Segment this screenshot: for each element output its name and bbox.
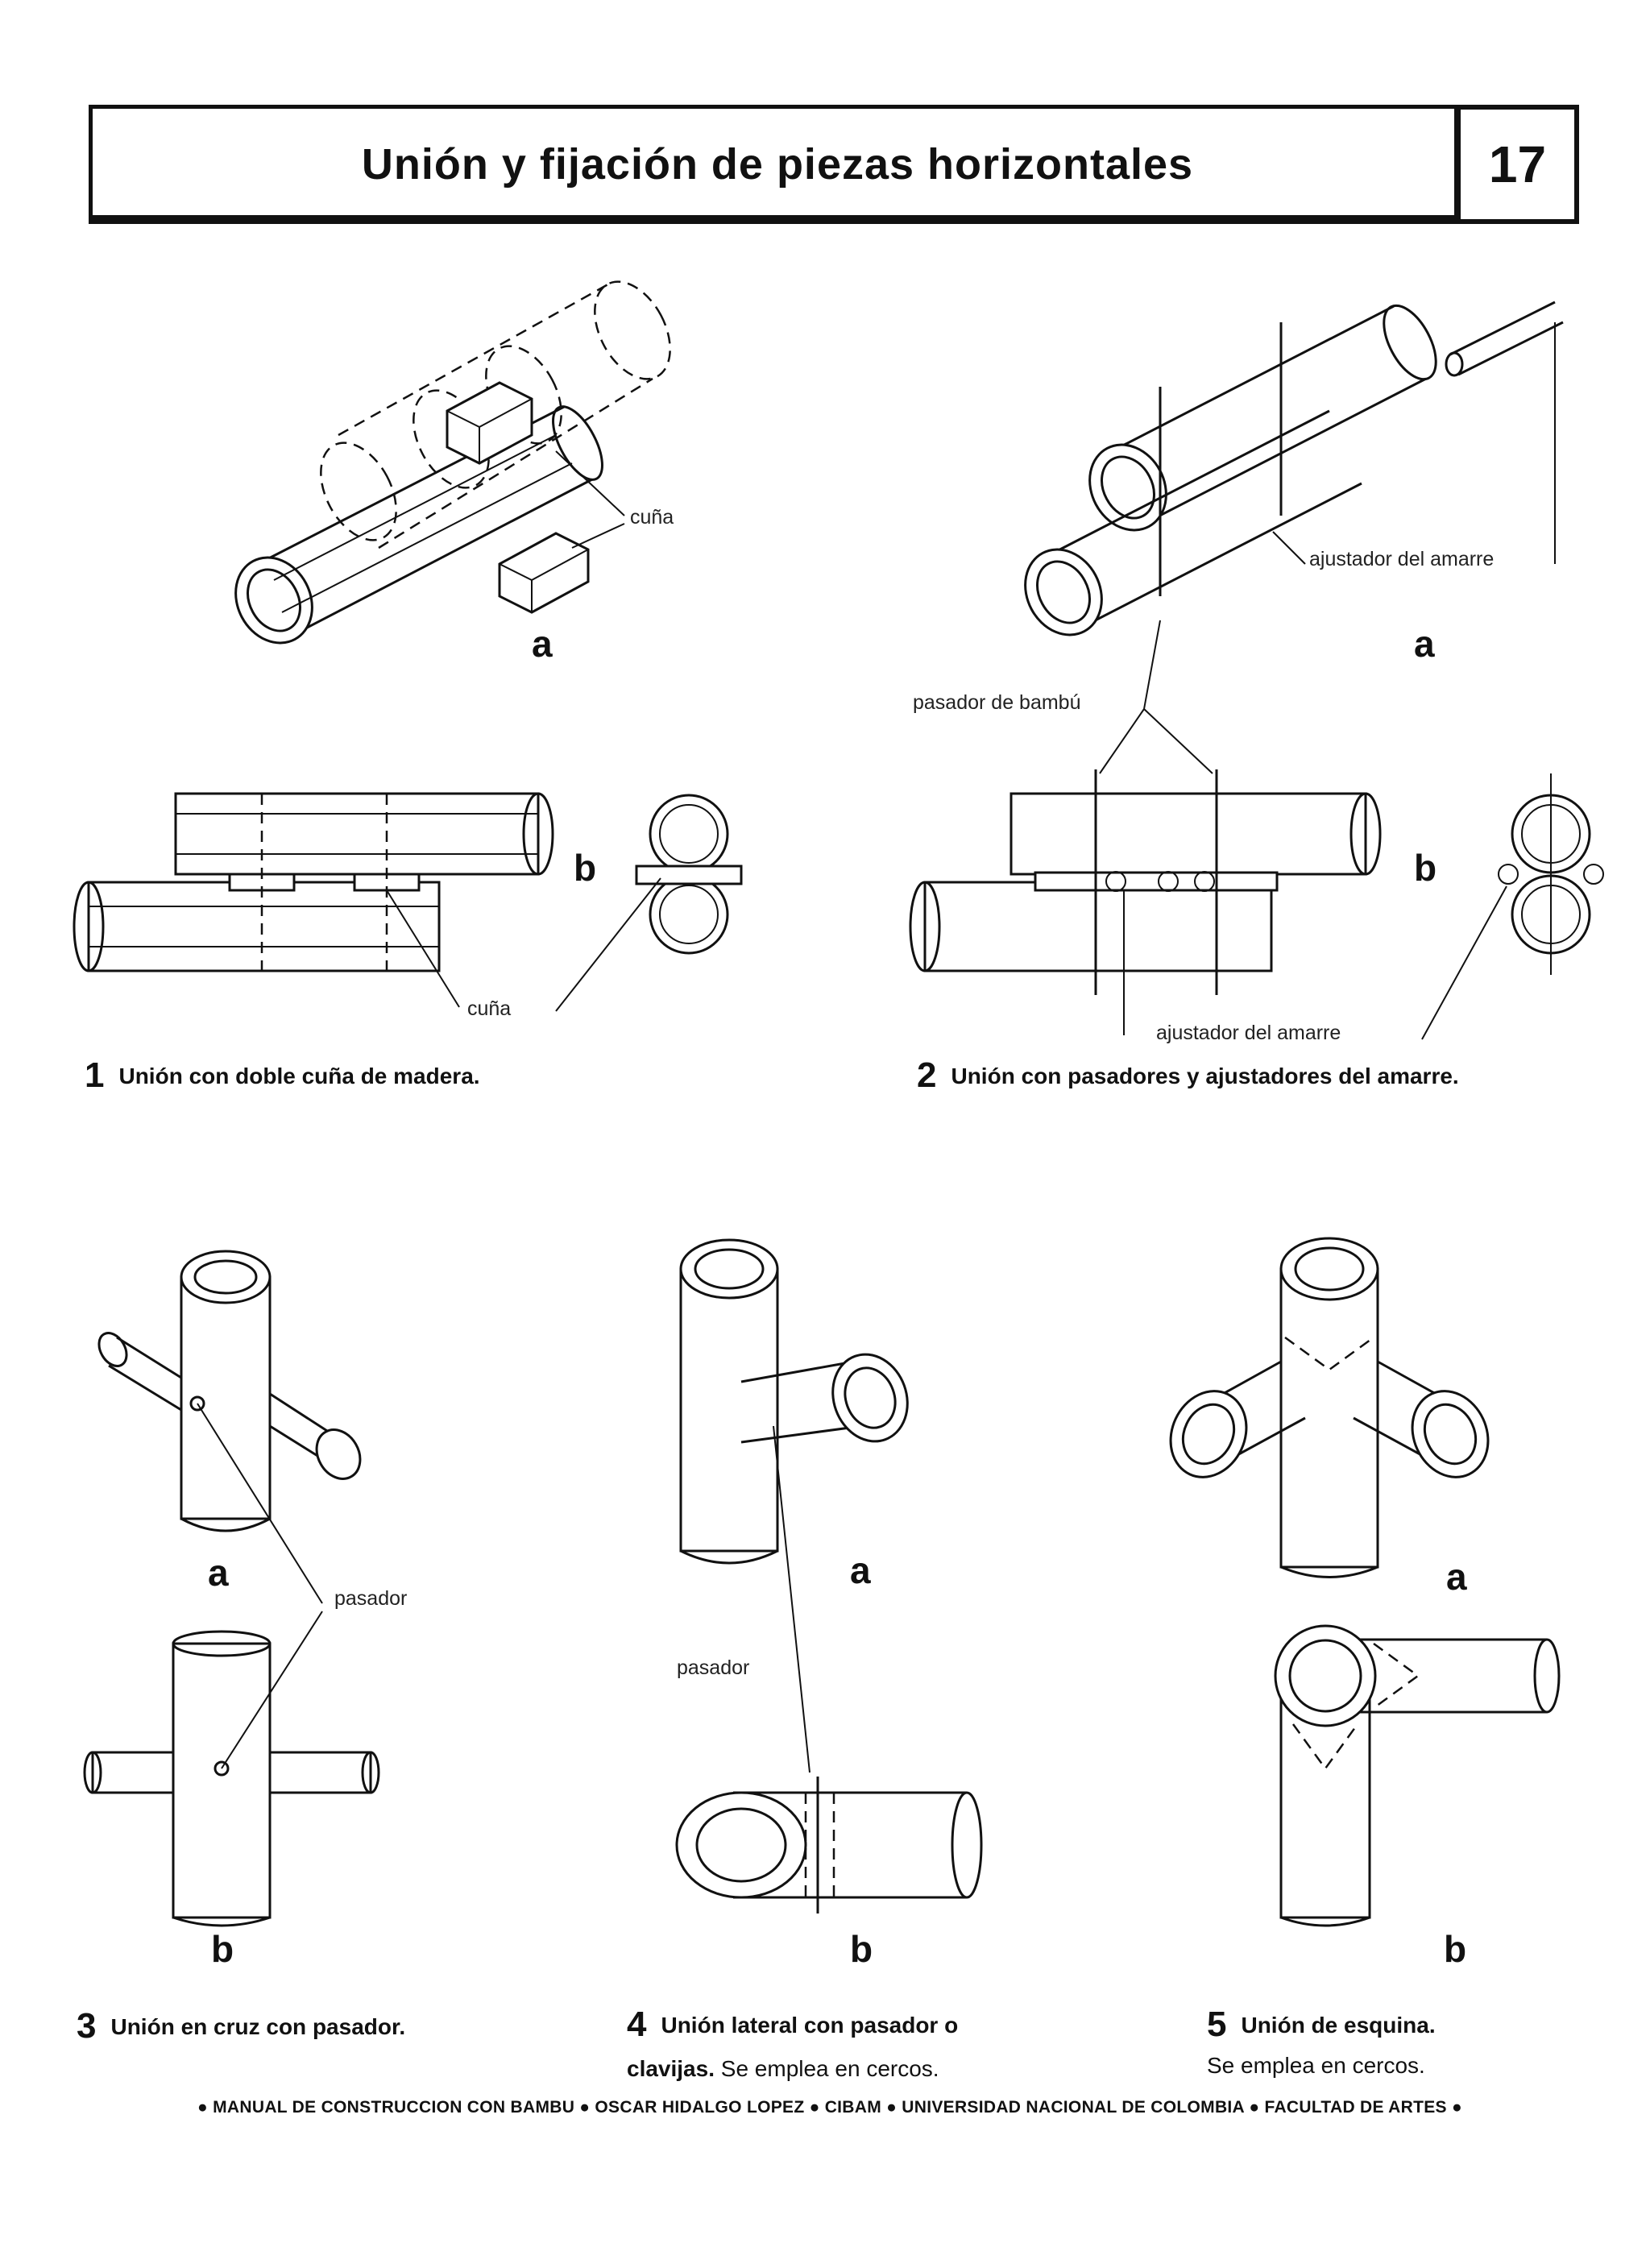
fig5-caption-line2: Se emplea en cercos. xyxy=(1207,2053,1425,2078)
fig4-caption-line2-rest: Se emplea en cercos. xyxy=(720,2056,939,2081)
fig4-caption-line2: clavijas. Se emplea en cercos. xyxy=(627,2056,939,2082)
fig2-number: 2 xyxy=(917,1055,937,1095)
fig1-caption-text: Unión con doble cuña de madera. xyxy=(118,1064,480,1088)
fig3-caption: 3 Unión en cruz con pasador. xyxy=(77,2006,405,2046)
fig2b-drawing xyxy=(909,620,1604,1040)
fig5a-drawing xyxy=(1169,1237,1490,1578)
fig1a-drawing xyxy=(234,280,671,645)
fig5a-letter: a xyxy=(1446,1556,1467,1598)
page-title: Unión y fijación de piezas horizontales xyxy=(361,140,1194,189)
fig4-caption-line2-bold: clavijas. xyxy=(627,2056,715,2081)
page-header: Unión y fijación de piezas horizontales xyxy=(89,105,1458,224)
fig2-caption-text: Unión con pasadores y ajustadores del am… xyxy=(951,1064,1459,1088)
fig5-caption-text: Unión de esquina. xyxy=(1241,2013,1436,2038)
fig2b-label-ajustador: ajustador del amarre xyxy=(1156,1022,1341,1044)
fig2-label-pasador-bambu: pasador de bambú xyxy=(913,691,1081,714)
fig4-label-pasador: pasador xyxy=(677,1656,750,1679)
fig3a-drawing xyxy=(97,1250,362,1604)
fig5b-letter: b xyxy=(1444,1928,1467,1970)
fig4-number: 4 xyxy=(627,2005,647,2044)
fig4-caption-text: Unión lateral con pasador o xyxy=(661,2013,959,2038)
fig1b-label-cuna: cuña xyxy=(467,997,512,1020)
page-footer: ● MANUAL DE CONSTRUCCION CON BAMBU ● OSC… xyxy=(197,2098,1462,2117)
fig1b-letter: b xyxy=(574,847,597,889)
fig1a-letter: a xyxy=(532,623,553,665)
fig2-caption: 2 Unión con pasadores y ajustadores del a… xyxy=(917,1055,1459,1096)
page-number: 17 xyxy=(1458,105,1579,224)
fig3-label-pasador: pasador xyxy=(334,1587,408,1610)
fig1-number: 1 xyxy=(85,1055,105,1095)
fig4a-letter: a xyxy=(850,1549,871,1591)
fig5-caption: 5 Unión de esquina. xyxy=(1207,2005,1436,2045)
fig4b-letter: b xyxy=(850,1928,873,1970)
fig3-caption-text: Unión en cruz con pasador. xyxy=(110,2014,406,2039)
fig2a-label-ajustador: ajustador del amarre xyxy=(1309,548,1495,570)
fig2a-letter: a xyxy=(1414,623,1435,665)
fig1b-drawing xyxy=(73,792,743,1012)
fig2a-drawing xyxy=(1024,301,1564,636)
fig2b-letter: b xyxy=(1414,847,1437,889)
fig4a-drawing xyxy=(679,1238,909,1773)
fig1a-label-cuna: cuña xyxy=(630,506,674,529)
fig4-caption: 4 Unión lateral con pasador o xyxy=(627,2005,958,2045)
header-rule xyxy=(93,215,1454,220)
fig4b-drawing xyxy=(675,1777,983,1913)
fig3-number: 3 xyxy=(77,2006,97,2046)
fig1-caption: 1 Unión con doble cuña de madera. xyxy=(85,1055,480,1096)
fig3b-drawing xyxy=(83,1611,380,1927)
fig5-number: 5 xyxy=(1207,2005,1227,2044)
fig5b-drawing xyxy=(1274,1624,1561,1927)
fig3b-letter: b xyxy=(211,1928,234,1970)
fig3a-letter: a xyxy=(208,1552,229,1594)
